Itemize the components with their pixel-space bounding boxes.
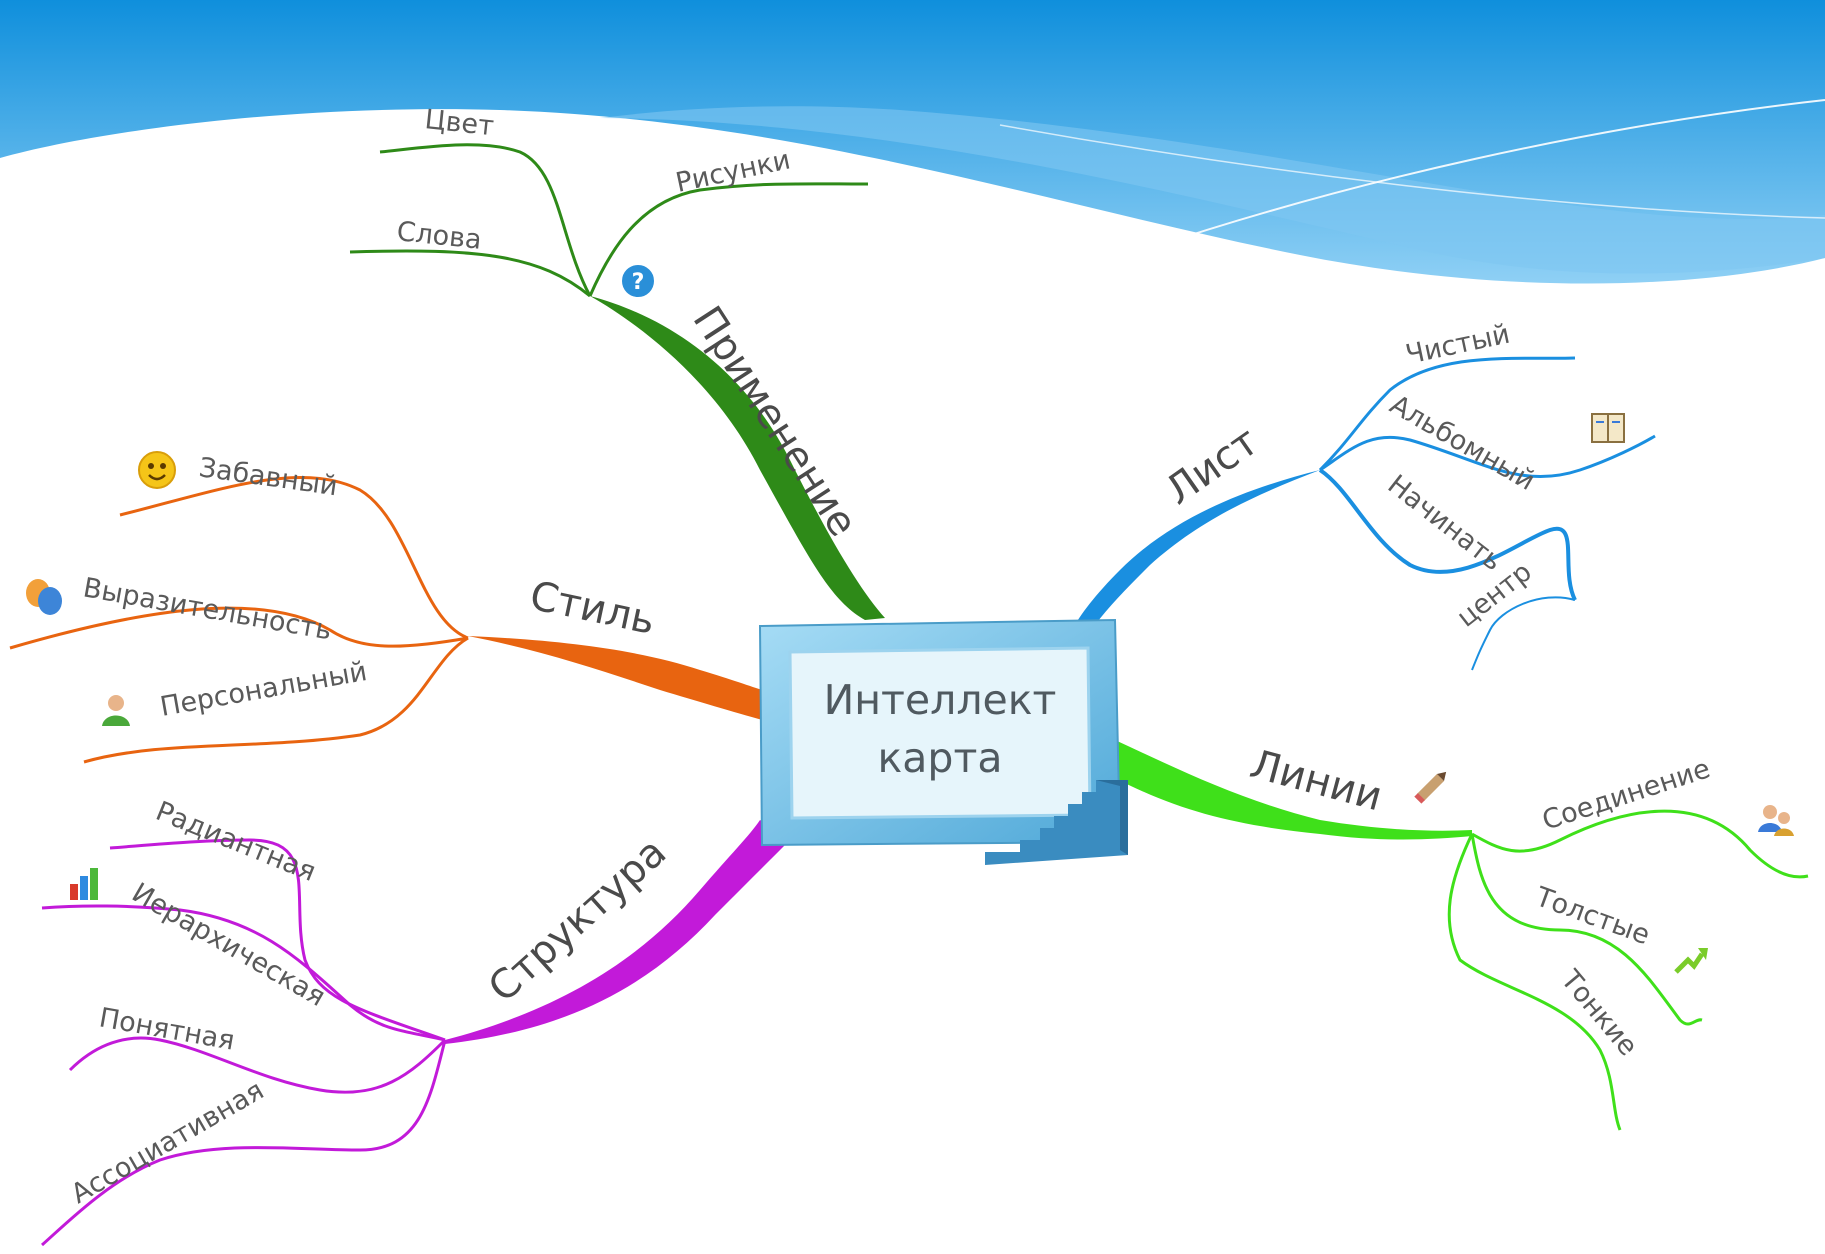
header-banner	[0, 0, 1825, 284]
branch-zabavny-line	[119, 475, 469, 640]
branch-soedinenie-line	[1471, 809, 1809, 879]
branch-list: Лист Чистый Альбомный Начинать центр	[1072, 319, 1656, 671]
child-nachinat-label: Начинать	[1382, 469, 1508, 577]
theater-masks-icon	[26, 579, 62, 615]
branch-tonkie-line	[1447, 833, 1622, 1131]
branch-centr-line	[1471, 596, 1576, 671]
center-node: Интеллект карта	[758, 618, 1128, 865]
branch-chisty-line	[1318, 356, 1576, 472]
branch-primenenie: Применение Цвет Слова Рисунки ?	[349, 104, 885, 620]
branch-struktura-label: Структура	[480, 829, 675, 1011]
branch-slova-line	[349, 249, 591, 298]
branch-ierarkhicheskaya-line	[41, 904, 446, 1042]
bar-chart-icon	[70, 868, 98, 900]
child-tolstye-label: Толстые	[1531, 881, 1654, 951]
branch-nachinat-line	[1318, 468, 1577, 601]
child-zabavny-label: Забавный	[197, 452, 339, 502]
child-personalny-label: Персональный	[158, 656, 370, 723]
child-associativnaya-label: Ассоциативная	[66, 1075, 269, 1210]
branch-tolstye-line	[1470, 833, 1703, 1026]
branch-stil-trunk	[468, 636, 770, 722]
branch-linii-trunk	[1115, 740, 1472, 840]
branch-cvet-line	[379, 143, 592, 297]
arrow-up-icon	[1674, 948, 1708, 974]
branch-associativnaya-line	[41, 1039, 447, 1247]
child-vyrazitelnost-label: Выразительность	[81, 572, 334, 646]
child-risunki-label: Рисунки	[673, 144, 793, 198]
book-icon	[1591, 413, 1625, 443]
svg-text:?: ?	[632, 270, 645, 295]
branch-albomny-line	[1319, 434, 1656, 479]
person-icon	[102, 695, 130, 726]
stairs-icon	[985, 780, 1128, 865]
branch-linii: Линии Соединение Толстые Тонкие	[1115, 740, 1809, 1131]
branch-ponyatnaya-line	[68, 1036, 447, 1094]
pencil-icon	[1414, 771, 1447, 804]
branch-struktura: Структура Радиантная Иерархическая Понят…	[41, 796, 790, 1247]
branch-stil: Стиль Забавный Выразительность Персональ…	[9, 451, 770, 764]
branch-risunki-line	[588, 182, 869, 297]
branch-struktura-trunk	[445, 820, 790, 1044]
child-ponyatnaya-label: Понятная	[97, 1002, 237, 1056]
branch-list-trunk	[1072, 470, 1320, 630]
branch-list-label: Лист	[1157, 418, 1266, 514]
branch-vyrazitelnost-line	[9, 606, 469, 650]
branch-primenenie-label: Применение	[684, 298, 866, 544]
branch-stil-label: Стиль	[526, 573, 659, 644]
question-icon: ?	[620, 263, 656, 299]
branch-personalny-line	[83, 636, 469, 764]
people-icon	[1758, 805, 1794, 836]
child-cvet-label: Цвет	[423, 104, 495, 142]
center-title-line2: карта	[878, 734, 1003, 782]
branch-primenenie-trunk	[590, 296, 885, 620]
child-soedinenie-label: Соединение	[1539, 753, 1714, 836]
smiley-icon	[138, 451, 176, 489]
center-title-line1: Интеллект	[824, 676, 1057, 724]
